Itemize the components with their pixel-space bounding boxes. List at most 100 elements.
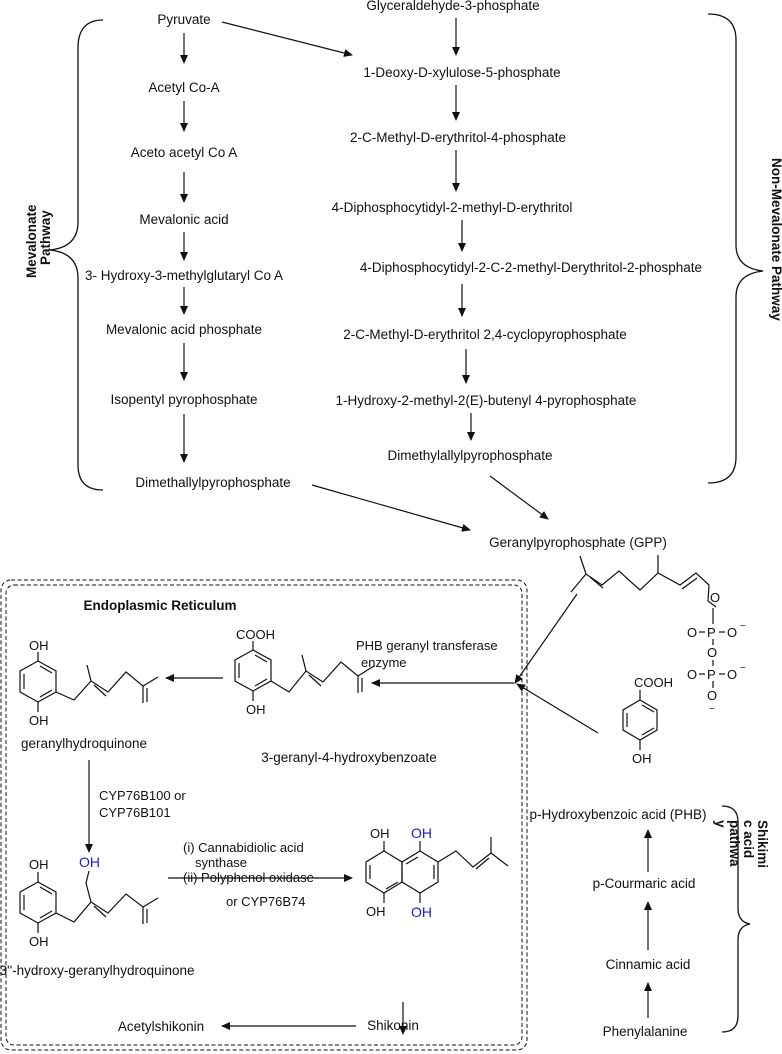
gpp-structure: Geranylpyrophosphate (GPP) O O P O − O O… [489, 535, 746, 715]
hghq-oh-top: OH [29, 857, 49, 872]
oxidation-label-line4: or CYP76B74 [226, 894, 306, 909]
transferase-label-line2: enzyme [361, 655, 407, 670]
shk-brace [721, 805, 751, 1033]
gpp-p-1: P [707, 625, 716, 640]
gpp-label: Geranylpyrophosphate (GPP) [489, 535, 667, 550]
gpp-charge-1: − [740, 621, 746, 632]
mva-title-line1: Mevalonate [24, 204, 39, 278]
gpp-o-6: O [707, 688, 717, 703]
hb-double-bond-1 [308, 674, 322, 687]
geranylhydroquinone-label: geranylhydroquinone [21, 736, 147, 751]
gpp-o-2: O [727, 625, 737, 640]
gpp-o-5: O [727, 667, 737, 682]
shk-step-coumaric: p-Courmaric acid [593, 876, 696, 891]
mva-brace [49, 19, 104, 491]
naph-oh-blue-bottom: OH [411, 904, 432, 920]
mep-step-cdp-mep: 4-Diphosphocytidyl-2-C-2-methyl-Derythri… [360, 260, 702, 275]
phb-ring-inner-2 [641, 704, 655, 713]
hydroxy-ghq-structure: OH OH OH [19, 854, 159, 949]
shk-step-phb: p-Hydroxybenzoic acid (PHB) [529, 807, 706, 822]
hb-methyl-1 [301, 654, 307, 672]
shk-step-cinnamic: Cinnamic acid [606, 957, 691, 972]
gpp-methyl-1 [579, 555, 587, 575]
ghq-methyl-2 [142, 676, 159, 687]
gpp-charge-3: − [709, 704, 715, 715]
mevalonate-pathway: Pyruvate Acetyl Co-A Aceto acetyl Co A M… [24, 12, 291, 491]
mep-step-g3p: Glyceraldehyde-3-phosphate [366, 0, 539, 13]
gpp-double-bond-1 [589, 576, 604, 589]
mva-step-acetoacetyl-coa: Aceto acetyl Co A [131, 145, 238, 160]
ghq-methyl-1 [86, 664, 92, 682]
naph-ring-left [365, 850, 403, 894]
shk-title-line2: c acid [741, 820, 756, 858]
hb-ring [234, 649, 272, 692]
mep-title: Non-Mevalonate Pathway [769, 158, 782, 321]
mva-step-mevalonic-acid-phosphate: Mevalonic acid phosphate [106, 322, 262, 337]
ghq-ring-inner-2 [39, 665, 53, 674]
er-box: Endoplasmic Reticulum PHB geranyl transf… [0, 579, 528, 1051]
hb-ring-inner-3 [254, 678, 268, 687]
mva-step-acetyl-coa: Acetyl Co-A [148, 80, 219, 95]
ghq-oh-top: OH [29, 638, 49, 653]
shk-title-line3: pathwa [727, 820, 742, 867]
ghq-geranyl-chain [55, 671, 144, 703]
hb-methyl-2 [357, 665, 375, 677]
transferase-label-line1: PHB geranyl transferase [356, 638, 498, 653]
non-mevalonate-pathway: Glyceraldehyde-3-phosphate 1-Deoxy-D-xyl… [332, 0, 782, 484]
mep-step-mecpp: 2-C-Methyl-D-erythritol 2,4-cyclopyropho… [343, 327, 627, 342]
hghq-ch2-oh-bond [85, 870, 90, 884]
er-title: Endoplasmic Reticulum [83, 598, 236, 613]
gpp-to-transferase-arrow [514, 593, 578, 684]
hb-cooh: COOH [236, 627, 275, 642]
ghq-ring [19, 660, 57, 703]
naph-double-bond [475, 857, 490, 870]
phb-cooh: COOH [634, 675, 673, 690]
er-box-inner [5, 584, 523, 1046]
shk-step-phenylalanine: Phenylalanine [603, 1024, 688, 1039]
shikonin-label: Shikonin [367, 1018, 419, 1033]
phb-structure: COOH OH [622, 675, 673, 766]
phb-ring-inner-3 [641, 727, 655, 736]
naph-inner-2 [385, 881, 399, 890]
oxidation-label-line2: synthase [195, 855, 247, 870]
naph-ring-right [401, 850, 439, 894]
ghq-double-bond-1 [93, 684, 107, 697]
hghq-ring [19, 881, 57, 924]
hydroxy-ghq-label: 3''-hydroxy-geranylhydroquinone [0, 963, 195, 978]
hb-oh: OH [246, 702, 266, 717]
naph-inner-3 [405, 856, 419, 865]
ghq-ring-inner-3 [39, 689, 53, 698]
hghq-ring-inner-3 [39, 910, 53, 919]
mep-step-mep: 2-C-Methyl-D-erythritol-4-phosphate [350, 130, 566, 145]
hb-geranyl-chain [270, 661, 359, 693]
dmapp-to-gpp-arrow [489, 475, 549, 520]
gpp-double-bond-2 [681, 577, 698, 590]
naph-side-chain [437, 850, 509, 868]
naph-oh-tl: OH [370, 826, 390, 841]
hghq-ring-inner-2 [39, 886, 53, 895]
gpp-o-4: O [687, 667, 697, 682]
geranylhydroquinone-structure: OH OH [19, 638, 159, 728]
oxidation-label-line1: (i) Cannabidiolic acid [183, 840, 304, 855]
mep-step-hmbpp: 1-Hydroxy-2-methyl-2(E)-butenyl 4-pyroph… [336, 393, 637, 408]
mep-step-dmapp: Dimethylallylpyrophosphate [387, 448, 552, 463]
mva-step-isopentyl-pp: Isopentyl pyrophosphate [110, 392, 257, 407]
shk-title-line1: Shikimi [755, 820, 770, 868]
phb-ring [622, 699, 658, 741]
acetylshikonin-label: Acetylshikonin [118, 1019, 204, 1034]
shk-title-line4: y [713, 820, 728, 828]
oxidation-label-line3: (ii) Polyphenol oxidase [183, 870, 314, 885]
mep-step-cdp-me: 4-Diphosphocytidyl-2-methyl-D-erythritol [332, 200, 573, 215]
hghq-ch2-bond [85, 882, 92, 903]
hydroxybenzoate-structure: COOH OH [234, 627, 375, 717]
hydroxybenzoate-label: 3-geranyl-4-hydroxybenzoate [261, 750, 437, 765]
mep-step-dxp: 1-Deoxy-D-xylulose-5-phosphate [363, 65, 560, 80]
pyruvate-to-dxp-arrow [221, 21, 353, 57]
hghq-geranyl-chain [55, 893, 144, 924]
gpp-o-1: O [687, 625, 697, 640]
hghq-methyl-2 [142, 897, 159, 908]
gpp-skeleton [570, 570, 717, 608]
hb-ring-inner-2 [254, 654, 268, 663]
phb-to-transferase-arrow [516, 683, 599, 734]
